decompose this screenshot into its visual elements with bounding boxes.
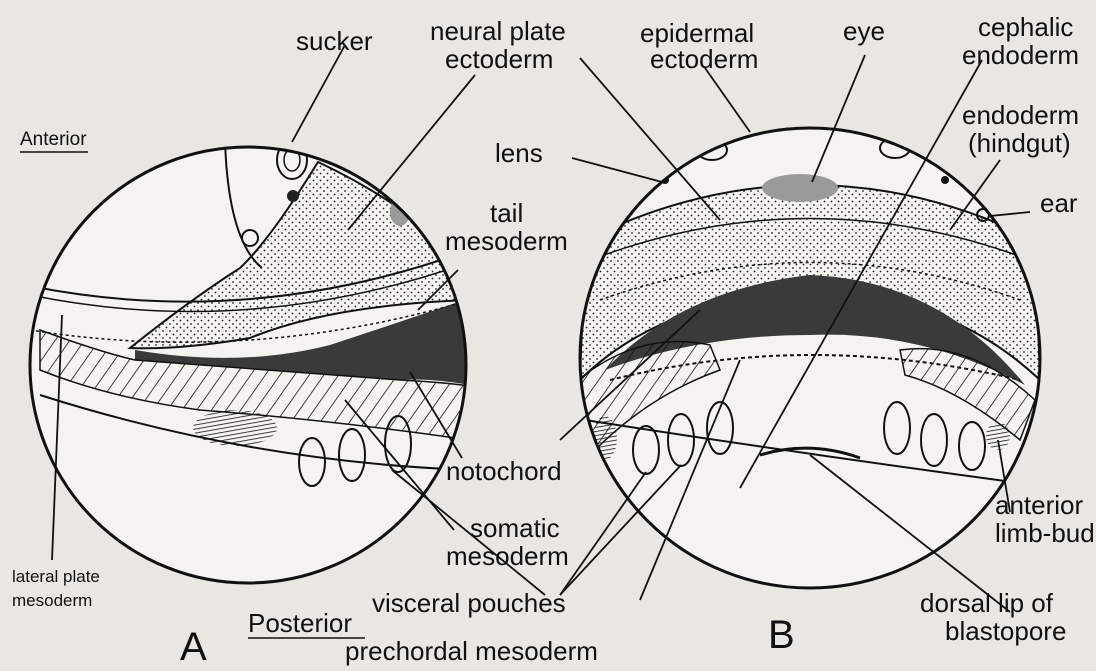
label-anterior: Anterior [20,129,87,150]
label-cephalic-1: cephalic [978,12,1073,42]
label-lens: lens [495,138,543,168]
label-dorsal-lip-2: blastopore [945,616,1066,646]
label-neural-plate-1: neural plate [430,16,566,46]
label-endoderm-1: endoderm [962,100,1079,130]
panel-letter-b: B [768,613,795,657]
label-anterior-limb-1: anterior [995,490,1083,520]
label-sucker: sucker [296,26,373,56]
label-prechordal-mesoderm: prechordal mesoderm [345,636,598,666]
label-endoderm-2: (hindgut) [968,128,1071,158]
eye-mark [762,174,838,202]
label-tail-2: mesoderm [445,226,568,256]
label-anterior-limb-2: limb-bud [995,518,1095,548]
label-visceral-pouches: visceral pouches [372,588,566,618]
label-somatic-1: somatic [470,513,560,543]
label-lateral-1: lateral plate [12,567,100,586]
label-notochord: notochord [446,456,562,486]
label-eye: eye [843,16,885,46]
label-posterior: Posterior [248,608,352,638]
figure-a: sucker neural plate ectoderm tail mesode… [12,16,569,669]
label-cephalic-2: endoderm [962,40,1079,70]
label-dorsal-lip-1: dorsal lip of [920,588,1054,618]
label-lateral-2: mesoderm [12,591,92,610]
hatched-spot [193,410,277,446]
panel-letter-a: A [180,625,207,669]
label-somatic-2: mesoderm [446,541,569,571]
label-ear: ear [1040,188,1078,218]
label-epidermal-2: ectoderm [650,44,758,74]
label-tail-1: tail [490,198,523,228]
label-neural-plate-2: ectoderm [445,44,553,74]
